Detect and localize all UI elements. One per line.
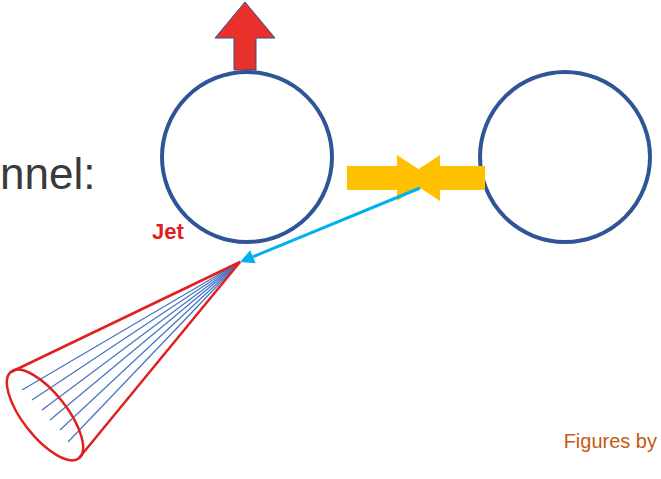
parton-arrowhead [240, 250, 256, 263]
left-beam-circle [162, 72, 332, 242]
jet-cone-edge [11, 262, 240, 372]
jet-label: Jet [152, 220, 184, 244]
spin-arrow [215, 2, 275, 70]
beam-arrow [405, 155, 485, 201]
slide-heading-fragment: nnel: [0, 150, 95, 198]
credit-note: Figures by [564, 430, 657, 452]
right-beam-circle [480, 72, 650, 242]
jet-cone-edge [79, 262, 240, 458]
parton-line [253, 188, 420, 257]
jet-cone-mouth [0, 358, 96, 472]
